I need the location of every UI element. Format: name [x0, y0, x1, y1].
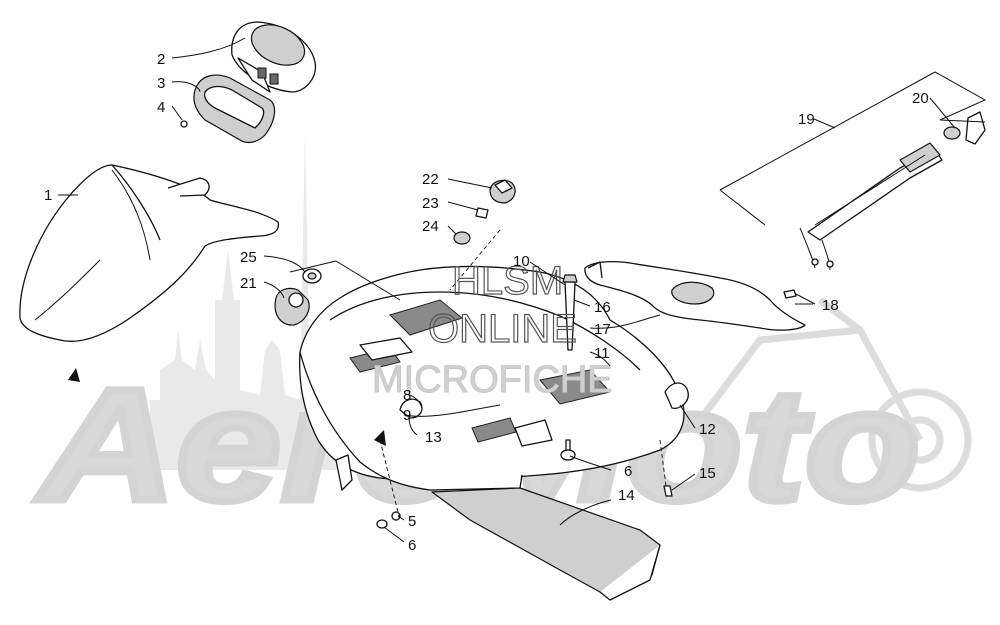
- part-25-ring: [302, 268, 322, 284]
- callout-10: 10: [513, 253, 530, 270]
- callout-19: 19: [798, 111, 815, 128]
- callout-5: 5: [408, 513, 416, 530]
- callout-20: 20: [912, 90, 929, 107]
- part-19-throttle-cable: [799, 142, 943, 271]
- part-22-cap: [489, 179, 516, 204]
- callout-13: 13: [425, 429, 442, 446]
- direction-arrows: [68, 368, 386, 446]
- watermark-hlsm: HLSM ONLINE MICROFICHE: [372, 258, 614, 401]
- callout-16: 16: [594, 299, 611, 316]
- part-2-gauge: [231, 21, 317, 93]
- callout-15: 15: [699, 465, 716, 482]
- reference-lines: [289, 71, 987, 521]
- callout-6-right: 6: [624, 463, 632, 480]
- callout-18: 18: [822, 297, 839, 314]
- callout-labels: 1 2 3 4 5 6 6 8 9 10 11 12 13 14 15 16 1…: [44, 51, 929, 554]
- part-12-lens: [664, 382, 689, 409]
- part-16-pin: [562, 274, 578, 351]
- callout-8: 8: [403, 387, 411, 404]
- part-3-gauge-bracket: [193, 74, 276, 144]
- callout-14: 14: [618, 487, 635, 504]
- part-23-screw: [475, 207, 489, 219]
- callout-4: 4: [157, 99, 165, 116]
- part-4-screw: [180, 120, 188, 128]
- watermark-hlsm-line2: ONLINE: [428, 307, 577, 351]
- part-1-front-fairing: [19, 164, 280, 342]
- part-6-washer-right: [560, 439, 576, 461]
- part-17-side-panel: [584, 261, 806, 331]
- part-24-washer: [453, 231, 471, 245]
- callout-3: 3: [157, 75, 165, 92]
- callout-1: 1: [44, 187, 52, 204]
- part-15-screw: [663, 485, 673, 497]
- callout-2: 2: [157, 51, 165, 68]
- part-20-throttle-lever: [943, 111, 986, 145]
- part-18-screw: [783, 289, 816, 305]
- part-6-washer-lower: [376, 519, 388, 529]
- callout-25: 25: [240, 249, 257, 266]
- callout-9: 9: [403, 407, 411, 424]
- callout-11: 11: [594, 345, 610, 362]
- callout-17: 17: [594, 321, 611, 338]
- watermark-motorcycle: [697, 297, 972, 492]
- part-5-screw: [391, 511, 401, 521]
- watermark-hlsm-line3: MICROFICHE: [372, 359, 613, 401]
- callout-24: 24: [422, 218, 439, 235]
- callout-22: 22: [422, 171, 439, 188]
- part-14-pad: [431, 487, 661, 601]
- callout-6-lower: 6: [408, 537, 416, 554]
- part-main-hood: [299, 265, 685, 491]
- callout-21: 21: [240, 275, 257, 292]
- callout-12: 12: [699, 421, 716, 438]
- callout-leaders: [58, 37, 956, 543]
- callout-23: 23: [422, 195, 439, 212]
- watermark-hlsm-line1: HLSM: [452, 259, 563, 303]
